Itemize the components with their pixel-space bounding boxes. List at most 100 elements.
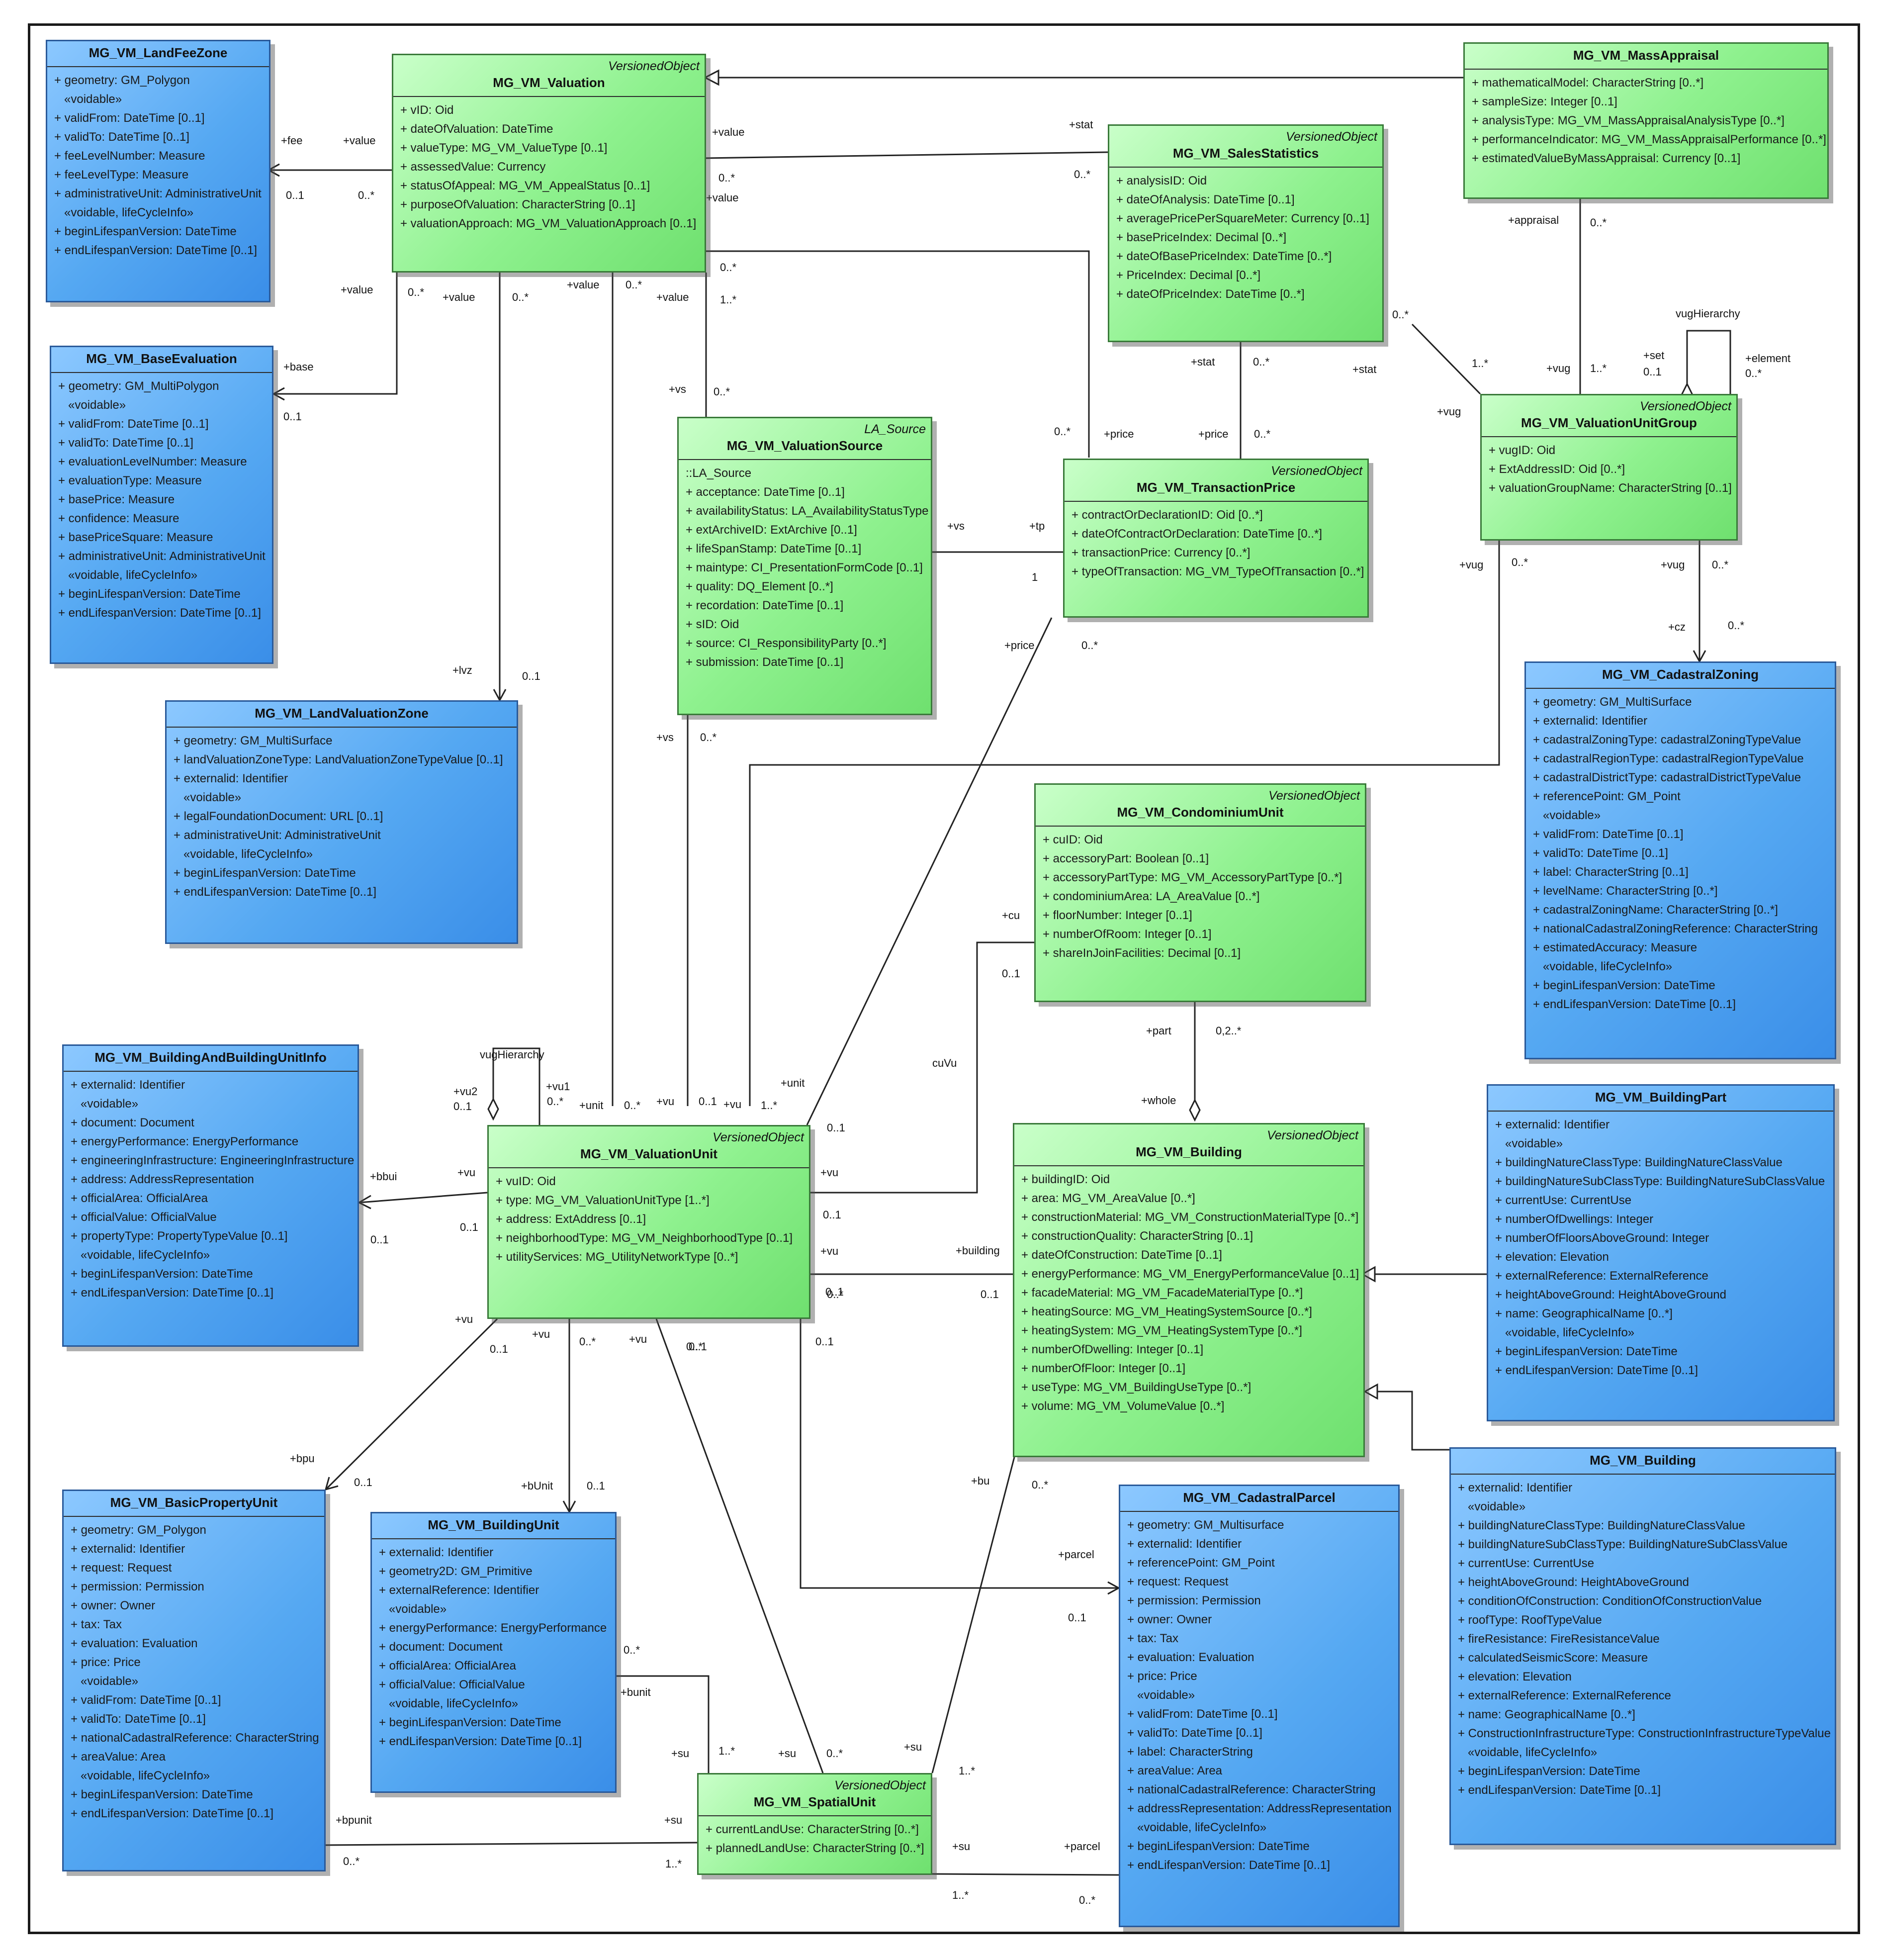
attribute: + utilityServices: MG_UtilityNetworkType… bbox=[496, 1250, 738, 1264]
role-label: 0..* bbox=[1253, 356, 1269, 368]
stereotype-section: «voidable» bbox=[389, 1602, 447, 1616]
attribute: + geometry: GM_Multisurface bbox=[1127, 1518, 1284, 1532]
arrow-baseeval bbox=[271, 387, 285, 401]
role-label: +vug bbox=[1459, 559, 1483, 571]
class-buildingandbuildingunitinfo[interactable]: MG_VM_BuildingAndBuildingUnitInfo + exte… bbox=[62, 1044, 359, 1347]
attribute: + beginLifespanVersion: DateTime bbox=[174, 866, 356, 880]
role-label: +part bbox=[1146, 1025, 1171, 1037]
gen-arrow-bpart bbox=[1360, 1266, 1376, 1283]
class-buildingunit[interactable]: MG_VM_BuildingUnit + externalid: Identif… bbox=[370, 1512, 617, 1793]
attribute: + vID: Oid bbox=[400, 103, 454, 117]
attribute: + referencePoint: GM_Point bbox=[1127, 1556, 1275, 1570]
assoc-valunit-cadparcel bbox=[800, 1319, 1119, 1589]
attr-list: + contractOrDeclarationID: Oid [0..*]+ d… bbox=[1065, 502, 1367, 584]
attribute: + label: CharacterString bbox=[1127, 1745, 1253, 1759]
attribute: + validTo: DateTime [0..1] bbox=[54, 130, 189, 144]
attribute: + dateOfPriceIndex: DateTime [0..*] bbox=[1116, 287, 1305, 301]
class-landvaluationzone[interactable]: MG_VM_LandValuationZone + geometry: GM_M… bbox=[165, 700, 518, 944]
role-label: 0..* bbox=[1728, 619, 1744, 632]
gen-arrow-building2 bbox=[1363, 1383, 1378, 1400]
attribute: + price: Price bbox=[1127, 1670, 1197, 1683]
role-label: 0..1 bbox=[283, 410, 302, 423]
stereotype-section: «voidable, lifeCycleInfo» bbox=[1543, 960, 1673, 973]
attribute: + externalReference: Identifier bbox=[379, 1584, 539, 1597]
attr-list: + geometry: GM_MultiSurface+ externalid:… bbox=[1526, 689, 1835, 1017]
class-buildingpart[interactable]: MG_VM_BuildingPart + externalid: Identif… bbox=[1487, 1084, 1835, 1421]
attribute: + officialArea: OfficialArea bbox=[379, 1659, 516, 1673]
role-label: +value bbox=[656, 291, 689, 303]
attribute: + externalReference: ExternalReference bbox=[1495, 1269, 1708, 1283]
role-label: +bpu bbox=[290, 1452, 315, 1465]
attribute: + endLifespanVersion: DateTime [0..1] bbox=[174, 885, 377, 899]
attribute: + acceptance: DateTime [0..1] bbox=[686, 485, 845, 499]
attribute: + beginLifespanVersion: DateTime bbox=[1458, 1765, 1640, 1778]
attribute: + request: Request bbox=[1127, 1575, 1229, 1588]
attribute: + buildingNatureSubClassType: BuildingNa… bbox=[1458, 1538, 1788, 1551]
attribute: + externalid: Identifier bbox=[1458, 1481, 1573, 1494]
attribute: + energyPerformance: EnergyPerformance bbox=[71, 1135, 299, 1148]
attribute: + externalid: Identifier bbox=[1495, 1118, 1610, 1131]
role-label: 0..1 bbox=[825, 1286, 844, 1298]
stereotype-section: «voidable» bbox=[68, 398, 126, 412]
role-label: +lvz bbox=[452, 664, 472, 676]
role-label: +su bbox=[904, 1741, 922, 1753]
attribute: + dateOfContractOrDeclaration: DateTime … bbox=[1072, 527, 1322, 541]
class-cadastralparcel[interactable]: MG_VM_CadastralParcel + geometry: GM_Mul… bbox=[1119, 1485, 1400, 1927]
attribute: + beginLifespanVersion: DateTime bbox=[54, 225, 237, 238]
class-name: MG_VM_LandValuationZone bbox=[255, 706, 429, 721]
role-label: +cz bbox=[1668, 621, 1686, 633]
attribute: + source: CI_ResponsibilityParty [0..*] bbox=[686, 637, 887, 650]
stereotype-section: «voidable» bbox=[1137, 1688, 1195, 1702]
class-building-inspire[interactable]: MG_VM_Building + externalid: Identifier«… bbox=[1449, 1447, 1836, 1845]
attribute: + externalid: Identifier bbox=[71, 1078, 185, 1092]
attribute: + geometry: GM_Polygon bbox=[71, 1523, 206, 1537]
attribute: + officialArea: OfficialArea bbox=[71, 1192, 208, 1205]
attribute: + administrativeUnit: AdministrativeUnit bbox=[58, 550, 266, 563]
attribute: + dateOfAnalysis: DateTime [0..1] bbox=[1116, 193, 1295, 206]
role-label: +bUnit bbox=[521, 1480, 553, 1492]
attribute: + elevation: Elevation bbox=[1495, 1250, 1609, 1264]
class-name: MG_VM_SalesStatistics bbox=[1172, 146, 1319, 161]
arrow-bbui bbox=[357, 1195, 371, 1210]
attribute: + calculatedSeismicScore: Measure bbox=[1458, 1651, 1648, 1665]
attribute: + evaluationLevelNumber: Measure bbox=[58, 455, 247, 468]
attribute: + buildingNatureClassType: BuildingNatur… bbox=[1458, 1519, 1745, 1532]
class-name: MG_VM_TransactionPrice bbox=[1136, 480, 1296, 495]
class-name: MG_VM_CondominiumUnit bbox=[1117, 805, 1284, 820]
class-massappraisal[interactable]: MG_VM_MassAppraisal + mathematicalModel:… bbox=[1463, 42, 1829, 199]
stereotype-section: «voidable» bbox=[81, 1675, 139, 1688]
class-landfeezone[interactable]: MG_VM_LandFeeZone + geometry: GM_Polygon… bbox=[46, 40, 270, 302]
attribute: + area: MG_VM_AreaValue [0..*] bbox=[1021, 1192, 1195, 1205]
attribute: + label: CharacterString [0..1] bbox=[1533, 865, 1689, 879]
assoc-valuation-salesstats bbox=[705, 151, 1108, 159]
class-baseevaluation[interactable]: MG_VM_BaseEvaluation + geometry: GM_Mult… bbox=[50, 346, 273, 664]
attribute: + numberOfDwelling: Integer [0..1] bbox=[1021, 1343, 1204, 1356]
attribute: + analysisType: MG_VM_MassAppraisalAnaly… bbox=[1472, 114, 1785, 127]
attribute: + address: ExtAddress [0..1] bbox=[496, 1213, 646, 1226]
role-label: 0..* bbox=[686, 1340, 703, 1353]
role-label: +bu bbox=[971, 1475, 989, 1487]
role-label: +su bbox=[952, 1840, 970, 1853]
attribute: + performanceIndicator: MG_VM_MassApprai… bbox=[1472, 133, 1826, 146]
role-label: 0..1 bbox=[370, 1233, 389, 1246]
attribute: + endLifespanVersion: DateTime [0..1] bbox=[1127, 1859, 1331, 1872]
attribute: + typeOfTransaction: MG_VM_TypeOfTransac… bbox=[1072, 565, 1364, 578]
attribute: + facadeMaterial: MG_VM_FacadeMaterialTy… bbox=[1021, 1286, 1303, 1300]
attribute: + extArchiveID: ExtArchive [0..1] bbox=[686, 523, 857, 537]
role-label: 0..* bbox=[547, 1095, 563, 1108]
attribute: + shareInJoinFacilities: Decimal [0..1] bbox=[1043, 946, 1241, 960]
attribute: + dateOfValuation: DateTime bbox=[400, 122, 553, 136]
attribute: + cadastralRegionType: cadastralRegionTy… bbox=[1533, 752, 1804, 765]
attr-list: + externalid: Identifier+ geometry2D: GM… bbox=[372, 1539, 615, 1754]
class-cadastralzoning[interactable]: MG_VM_CadastralZoning + geometry: GM_Mul… bbox=[1524, 661, 1836, 1059]
class-basicpropertyunit[interactable]: MG_VM_BasicPropertyUnit + geometry: GM_P… bbox=[62, 1490, 326, 1871]
